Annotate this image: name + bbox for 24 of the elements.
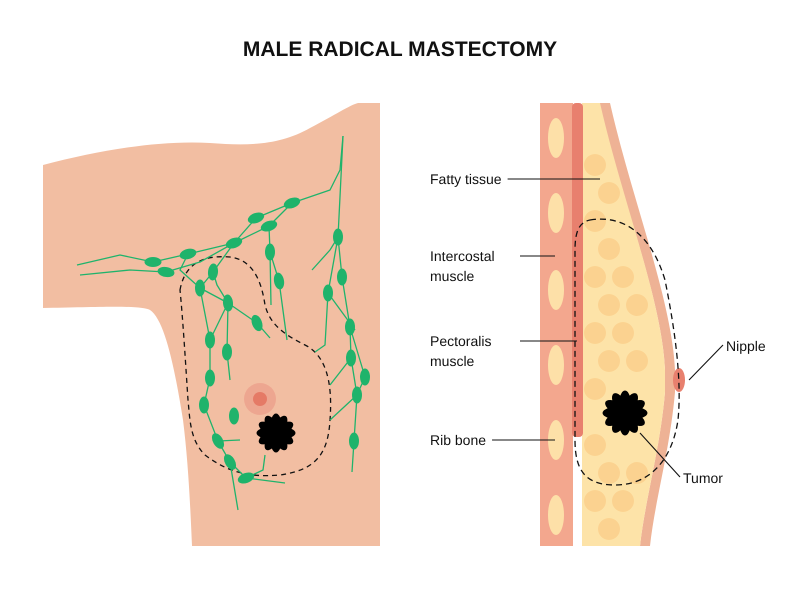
leader-line [640,432,680,478]
leader-line [520,340,577,342]
part-label: Intercostal muscle [430,246,514,286]
part-label: Pectoralis muscle [430,331,514,371]
part-label: Fatty tissue [430,169,502,189]
rib-bone [548,118,564,158]
title: MALE RADICAL MASTECTOMY [242,38,558,62]
rib-bone [548,495,564,535]
rib-bone [548,420,564,460]
nipple [673,368,685,392]
leader-line [508,178,600,180]
pectoralis-muscle [572,103,583,437]
intercostal-muscle [540,103,573,546]
rib-bone [548,193,564,233]
rib-bone [548,270,564,310]
fatty-tissue [582,103,665,546]
rib-bone [548,345,564,385]
tumor [602,390,648,436]
leader-line [520,255,555,257]
part-label: Rib bone [430,430,486,450]
leader-line [492,439,555,441]
part-label: Nipple [726,336,766,356]
leader-line [688,344,724,380]
part-label: Tumor [683,468,723,488]
